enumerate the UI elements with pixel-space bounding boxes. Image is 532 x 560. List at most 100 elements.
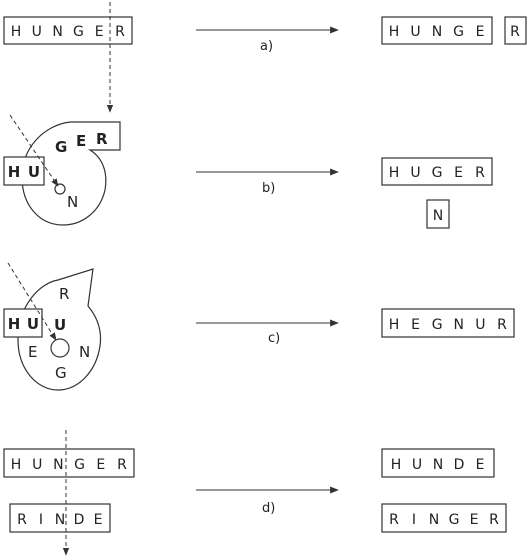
letter: H bbox=[389, 24, 400, 40]
letter: N bbox=[433, 208, 443, 224]
spiral-shape-c bbox=[17, 268, 102, 391]
letter: U bbox=[412, 457, 422, 473]
spiral-center-b bbox=[54, 183, 66, 195]
svg-text:U: U bbox=[54, 316, 66, 334]
svg-text:G: G bbox=[55, 138, 67, 156]
input-bottom-box-d bbox=[9, 503, 111, 533]
spiral-center-c bbox=[50, 338, 70, 358]
left-word-box-c bbox=[3, 308, 43, 338]
svg-text:N: N bbox=[67, 193, 78, 211]
letter: D bbox=[454, 457, 465, 473]
letter: N bbox=[454, 317, 464, 333]
letter: E bbox=[476, 24, 485, 40]
letter: R bbox=[389, 512, 399, 528]
letter: G bbox=[453, 24, 464, 40]
letter: E bbox=[454, 165, 463, 181]
output-extra-box bbox=[504, 16, 527, 45]
spiral-letters-c: R E N G U bbox=[28, 285, 90, 382]
letter: R bbox=[17, 512, 27, 528]
letter: U bbox=[475, 317, 485, 333]
output-main-box bbox=[381, 16, 493, 45]
letter: E bbox=[476, 457, 485, 473]
letter: N bbox=[53, 457, 63, 473]
label-c: c) bbox=[268, 331, 280, 346]
letter: R bbox=[117, 457, 127, 473]
output-main-box-c bbox=[381, 308, 515, 338]
letter: I bbox=[412, 512, 416, 528]
spiral-shape-b bbox=[21, 121, 121, 226]
letter: E bbox=[470, 512, 479, 528]
letter: G bbox=[74, 457, 85, 473]
letter: U bbox=[27, 315, 39, 333]
output-extra-box-b bbox=[426, 199, 450, 229]
letter: G bbox=[449, 512, 460, 528]
letter: H bbox=[8, 315, 21, 333]
letter: H bbox=[389, 165, 400, 181]
letter: G bbox=[432, 317, 443, 333]
svg-text:E: E bbox=[76, 132, 86, 150]
output-extra-letters-b: N bbox=[433, 208, 443, 224]
letter: H bbox=[391, 457, 402, 473]
letter: I bbox=[39, 512, 43, 528]
output-bottom-box-d bbox=[381, 503, 507, 533]
letter: D bbox=[74, 512, 85, 528]
left-word-box-b bbox=[3, 156, 45, 186]
letter: N bbox=[432, 24, 442, 40]
letter: H bbox=[389, 317, 400, 333]
output-main-box-b bbox=[381, 157, 493, 186]
letter: R bbox=[510, 24, 520, 40]
letter: N bbox=[433, 457, 443, 473]
letter: E bbox=[96, 457, 105, 473]
letter: R bbox=[497, 317, 507, 333]
spiral-letters-b: G E R N bbox=[55, 130, 108, 211]
output-top-box-d bbox=[381, 448, 495, 478]
svg-text:R: R bbox=[96, 130, 108, 148]
letter: N bbox=[52, 24, 62, 40]
letter: U bbox=[28, 163, 40, 181]
letter: H bbox=[8, 163, 21, 181]
letter: H bbox=[11, 24, 22, 40]
letter: E bbox=[94, 512, 103, 528]
letter: N bbox=[55, 512, 65, 528]
letter: N bbox=[429, 512, 439, 528]
label-a: a) bbox=[260, 39, 273, 54]
letter: G bbox=[432, 165, 443, 181]
svg-text:E: E bbox=[28, 343, 37, 361]
cut-line-b bbox=[9, 114, 59, 187]
svg-text:R: R bbox=[59, 285, 69, 303]
svg-text:N: N bbox=[79, 343, 90, 361]
svg-text:G: G bbox=[55, 364, 67, 382]
input-word-box bbox=[3, 16, 133, 45]
output-extra-letters: R bbox=[510, 24, 520, 40]
letter: H bbox=[11, 457, 22, 473]
letter: U bbox=[410, 165, 420, 181]
letter: E bbox=[95, 24, 104, 40]
label-b: b) bbox=[262, 181, 275, 196]
letter: E bbox=[411, 317, 420, 333]
letter: U bbox=[32, 457, 42, 473]
letter: U bbox=[32, 24, 42, 40]
letter: R bbox=[475, 165, 485, 181]
letter: R bbox=[489, 512, 499, 528]
letter: G bbox=[73, 24, 84, 40]
letter: U bbox=[410, 24, 420, 40]
label-d: d) bbox=[262, 501, 275, 516]
cut-line-c bbox=[7, 262, 57, 341]
input-top-box-d bbox=[3, 448, 135, 478]
letter: R bbox=[115, 24, 125, 40]
